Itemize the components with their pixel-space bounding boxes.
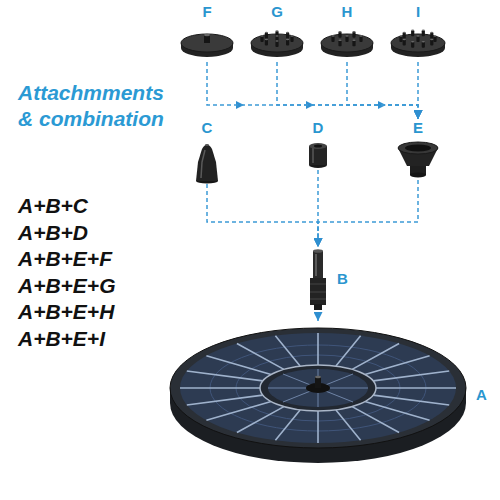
part-letter: D	[313, 120, 324, 136]
part-picture-area	[168, 322, 468, 467]
nozzle-plate	[391, 30, 445, 58]
part-letter: H	[342, 4, 353, 20]
part-letter: E	[413, 120, 423, 136]
dashed-connector	[318, 180, 418, 247]
part-picture-area	[396, 142, 440, 178]
cone-nozzle	[196, 144, 218, 184]
dashed-connector	[347, 62, 418, 119]
combination-formula: A+B+E+F	[18, 246, 115, 273]
part-picture-area	[307, 142, 329, 168]
solar-fountain	[170, 328, 466, 463]
part-picture-area	[307, 248, 329, 310]
combination-formula: A+B+D	[18, 220, 115, 247]
nozzle-plate	[321, 31, 373, 57]
short-nozzle	[309, 143, 327, 168]
part-picture-area	[390, 26, 446, 60]
part-node: H	[319, 4, 375, 60]
dashed-connector	[417, 62, 419, 119]
combination-formula: A+B+C	[18, 193, 115, 220]
part-picture-area	[194, 142, 220, 182]
nozzle-plate	[181, 34, 233, 57]
combination-list: A+B+CA+B+DA+B+E+FA+B+E+GA+B+E+HA+B+E+I	[18, 193, 115, 353]
part-picture-area	[179, 26, 235, 60]
dashed-connector	[207, 184, 318, 247]
dashed-connector	[317, 312, 319, 321]
part-picture-area	[319, 26, 375, 60]
cup-adapter	[398, 142, 438, 178]
combination-formula: A+B+E+I	[18, 326, 115, 353]
part-node: C	[194, 120, 220, 182]
part-node: G	[249, 4, 305, 60]
part-letter: G	[271, 4, 283, 20]
part-node: B	[307, 248, 348, 310]
part-node: D	[307, 120, 329, 168]
dashed-connector	[277, 62, 418, 119]
combination-formula: A+B+E+G	[18, 273, 115, 300]
part-letter: A	[476, 387, 487, 403]
nozzle-plate	[251, 30, 303, 57]
part-node: A	[168, 322, 487, 467]
part-node: I	[390, 4, 446, 60]
extension-tube	[310, 249, 326, 310]
part-letter: I	[416, 4, 420, 20]
combination-formula: A+B+E+H	[18, 299, 115, 326]
dashed-connector	[207, 62, 418, 119]
diagram-title: Attachmments & combination	[18, 80, 164, 132]
part-node: E	[396, 120, 440, 178]
part-letter: F	[202, 4, 211, 20]
part-letter: B	[337, 271, 348, 287]
part-letter: C	[202, 120, 213, 136]
part-node: F	[179, 4, 235, 60]
part-picture-area	[249, 26, 305, 60]
